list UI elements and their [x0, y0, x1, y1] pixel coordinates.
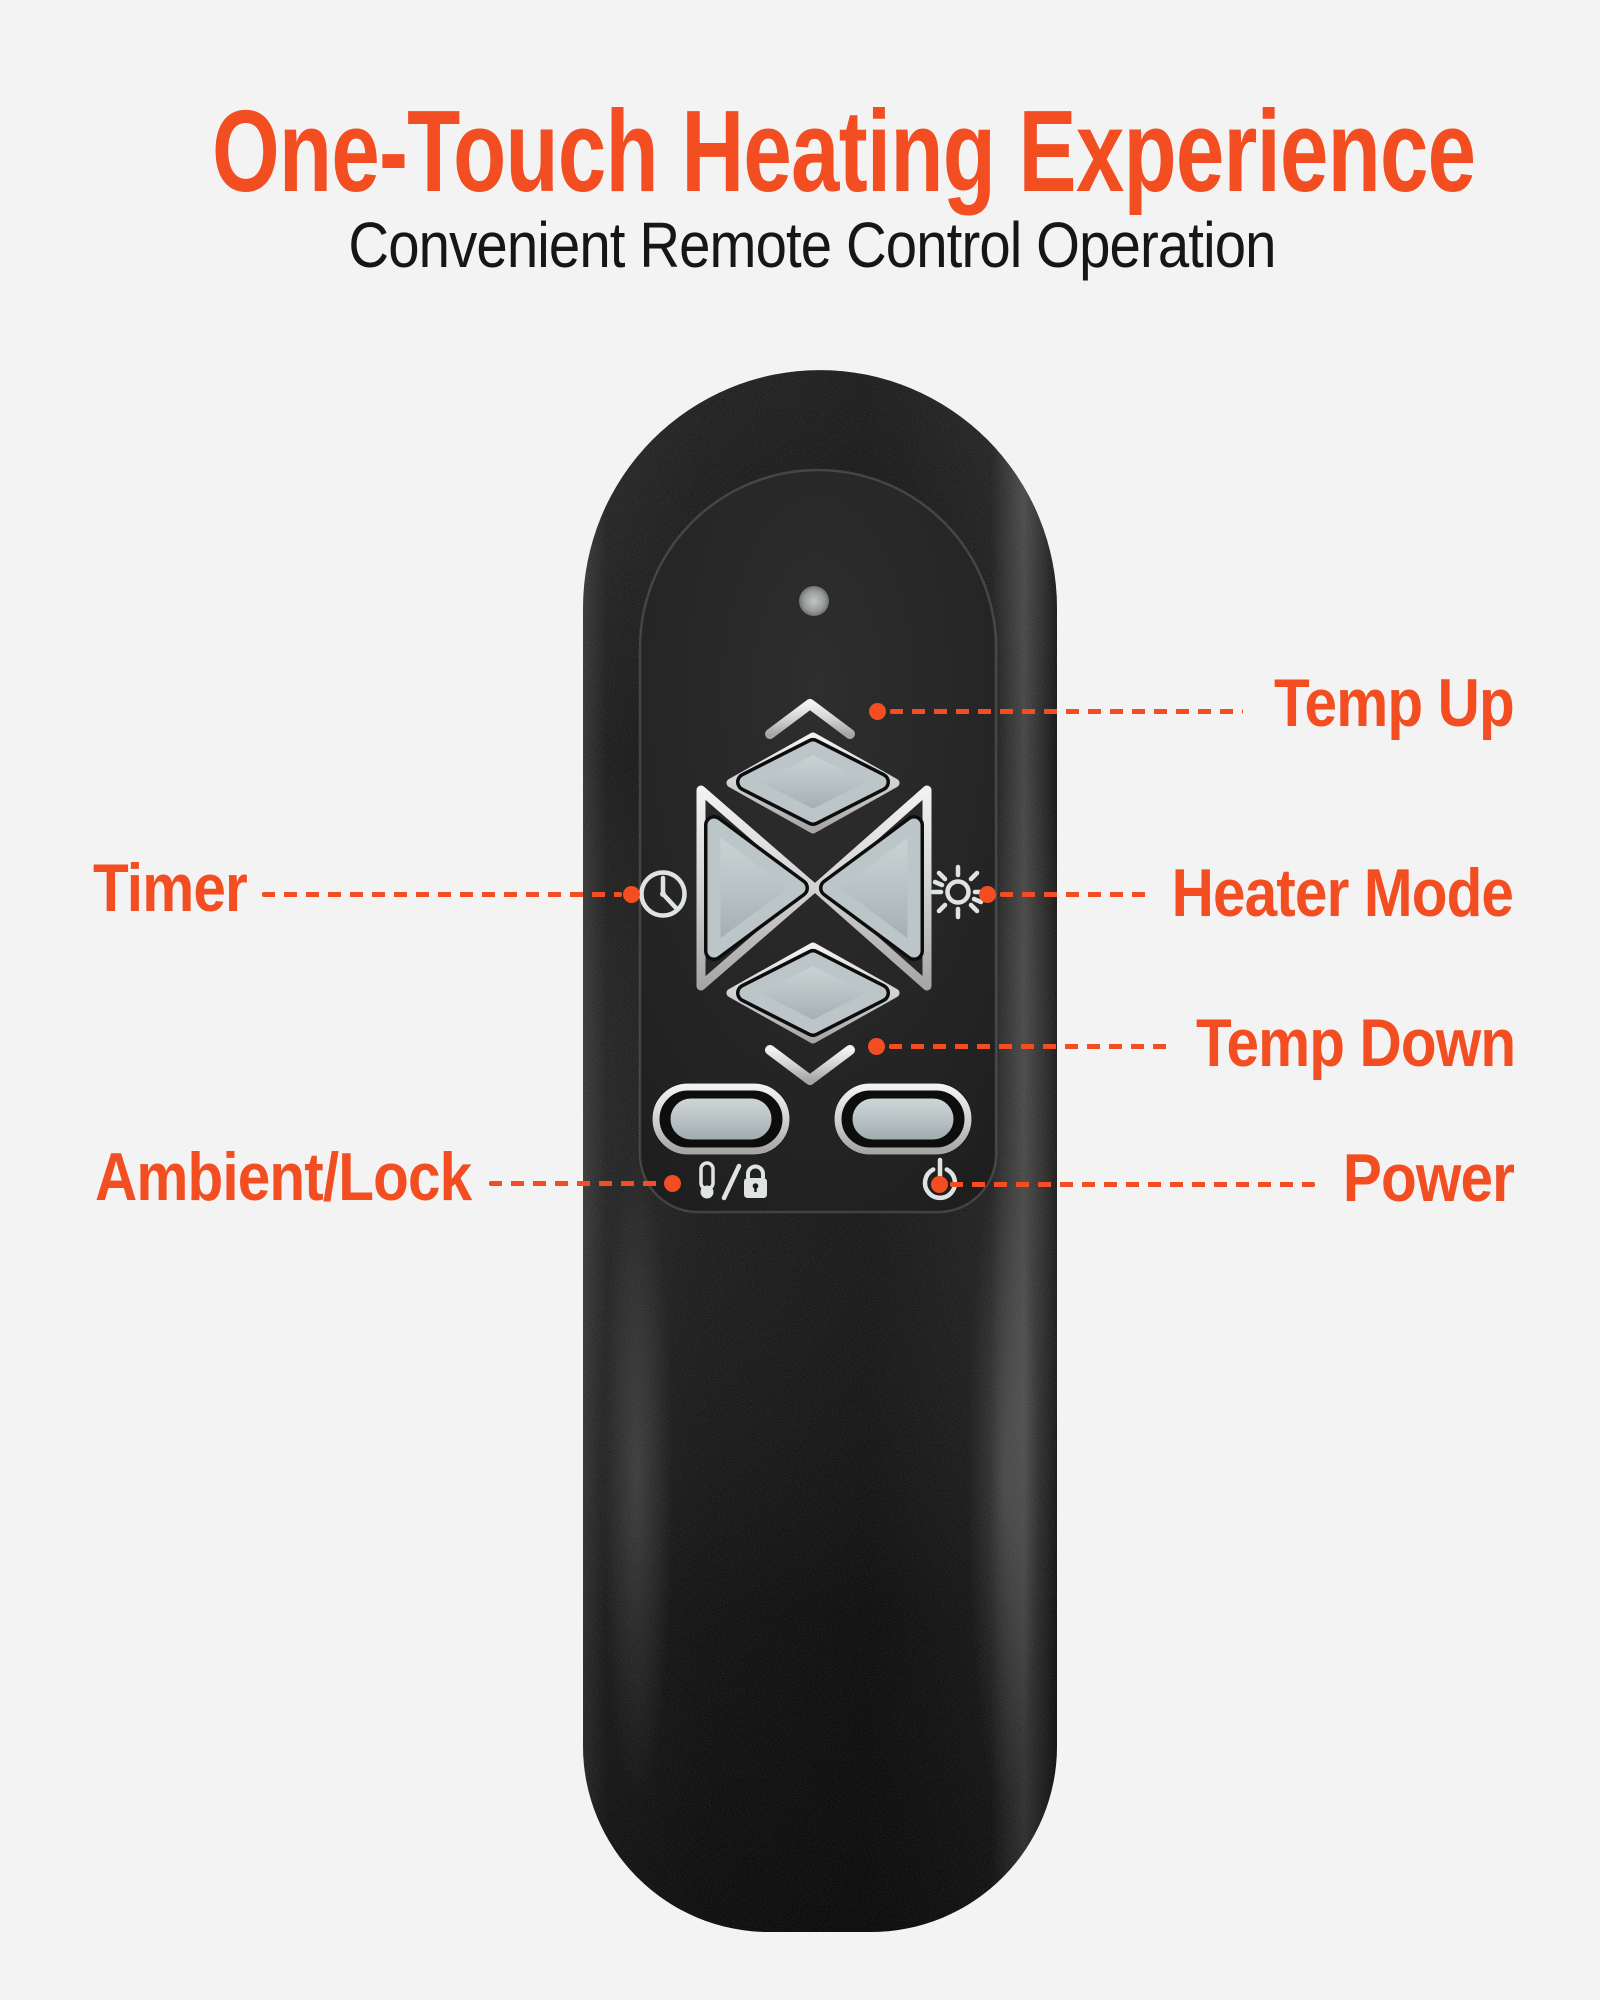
callout-label-timer: Timer — [93, 850, 248, 926]
callout-label-ambient-lock: Ambient/Lock — [95, 1139, 472, 1215]
heater-mode-leader-line — [1000, 892, 1150, 897]
callout-label-power: Power — [1342, 1140, 1515, 1216]
page-title: One-Touch Heating Experience — [212, 86, 1476, 216]
timer-anchor-dot — [623, 886, 640, 903]
temp-up-leader-line — [890, 709, 1243, 714]
timer-button[interactable] — [704, 815, 809, 961]
callout-label-heater-mode: Heater Mode — [1171, 855, 1513, 931]
timer-clock-icon — [639, 870, 687, 918]
ambient-lock-button[interactable] — [652, 1083, 790, 1155]
power-anchor-dot — [931, 1176, 948, 1193]
temp-up-anchor-dot — [869, 703, 886, 720]
led-indicator — [799, 586, 829, 616]
remote-control-image — [583, 370, 1057, 1933]
callout-label-temp-up: Temp Up — [1274, 665, 1515, 741]
heater-mode-button-trim — [811, 785, 932, 991]
temp-up-chevron-icon — [765, 699, 855, 739]
remote-button-panel — [638, 468, 998, 1214]
timer-leader-line — [262, 892, 622, 897]
heater-mode-anchor-dot — [979, 886, 996, 903]
callout-label-temp-down: Temp Down — [1195, 1005, 1516, 1081]
temp-down-leader-line — [889, 1044, 1175, 1049]
heater-mode-button[interactable] — [819, 815, 924, 961]
temp-down-anchor-dot — [868, 1038, 885, 1055]
heater-mode-sun-icon — [930, 864, 986, 920]
page-subtitle: Convenient Remote Control Operation — [348, 209, 1276, 281]
thermometer-lock-icon — [699, 1161, 767, 1201]
ambient-lock-anchor-dot — [664, 1175, 681, 1192]
power-button[interactable] — [834, 1083, 972, 1155]
power-leader-line — [950, 1182, 1315, 1187]
power-icon — [922, 1157, 958, 1201]
ambient-lock-leader-line — [489, 1181, 665, 1186]
temp-up-button[interactable] — [736, 738, 890, 826]
timer-button-trim — [696, 785, 819, 991]
temp-down-button[interactable] — [736, 949, 890, 1037]
temp-down-chevron-icon — [765, 1045, 855, 1085]
